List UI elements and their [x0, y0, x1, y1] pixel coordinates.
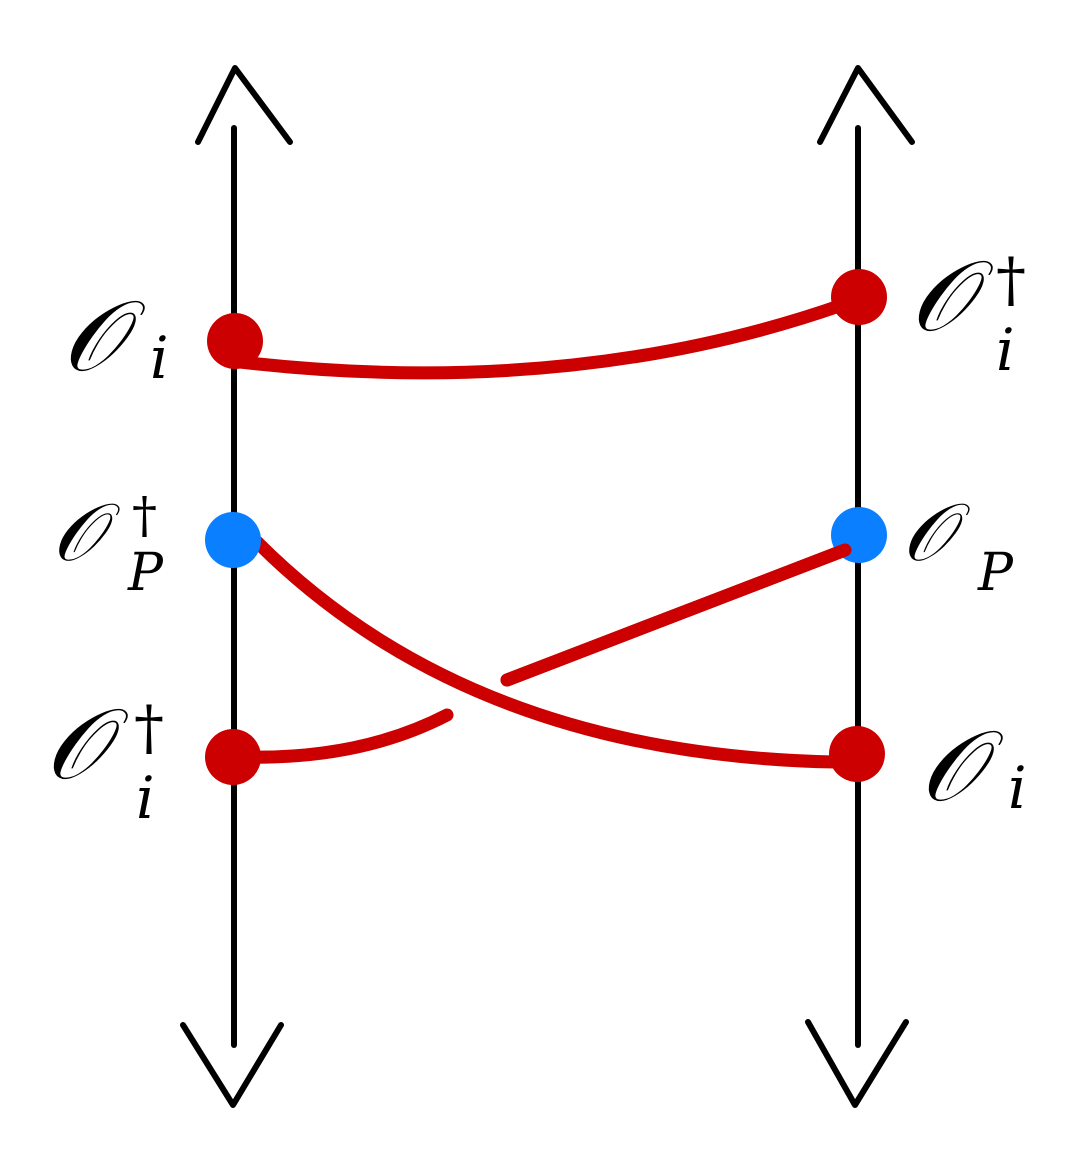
left-down-arrowhead: [180, 1022, 284, 1108]
label-left-bot-main: 𝒪: [45, 688, 129, 802]
right-timeline: [805, 65, 915, 1108]
bottom-left-curve: [235, 708, 454, 764]
left-mid-blue-dot: [205, 512, 261, 568]
label-left-mid-main: 𝒪: [52, 486, 121, 579]
label-right-bot-sub: i: [1008, 754, 1027, 822]
label-left-top-main: 𝒪: [62, 280, 146, 394]
label-left-top: 𝒪 i: [62, 280, 169, 394]
label-left-bot-sub: i: [136, 764, 155, 832]
label-right-top-dagger: †: [996, 245, 1026, 315]
label-right-bot-main: 𝒪: [920, 710, 1004, 824]
over-strand: [500, 543, 852, 687]
left-top-red-dot: [207, 313, 263, 369]
label-left-mid: 𝒪 † P: [52, 486, 164, 603]
label-right-mid: 𝒪 P: [902, 486, 1014, 603]
blue-to-bottom-right-curve: [250, 535, 842, 769]
label-right-top: 𝒪 † i: [910, 240, 1026, 384]
label-right-top-sub: i: [996, 316, 1015, 384]
right-down-arrowhead: [805, 1019, 909, 1108]
left-bot-red-dot: [205, 729, 261, 785]
right-bot-red-dot: [829, 726, 885, 782]
label-right-mid-sub: P: [977, 543, 1014, 603]
label-left-mid-sub: P: [127, 543, 164, 603]
right-top-red-dot: [831, 269, 887, 325]
label-right-top-main: 𝒪: [910, 240, 994, 354]
right-up-arrowhead: [817, 65, 915, 145]
label-left-top-sub: i: [150, 324, 169, 392]
operator-dots: [205, 269, 887, 785]
label-right-bot: 𝒪 i: [920, 710, 1027, 824]
top-pair-curve: [233, 298, 849, 380]
label-right-mid-main: 𝒪: [902, 486, 971, 579]
label-left-mid-dagger: †: [132, 486, 157, 544]
label-left-bot-dagger: †: [134, 693, 164, 763]
label-left-bot: 𝒪 † i: [45, 688, 164, 832]
left-timeline: [180, 65, 293, 1108]
left-up-arrowhead: [195, 65, 293, 145]
red-connections: [233, 298, 852, 769]
